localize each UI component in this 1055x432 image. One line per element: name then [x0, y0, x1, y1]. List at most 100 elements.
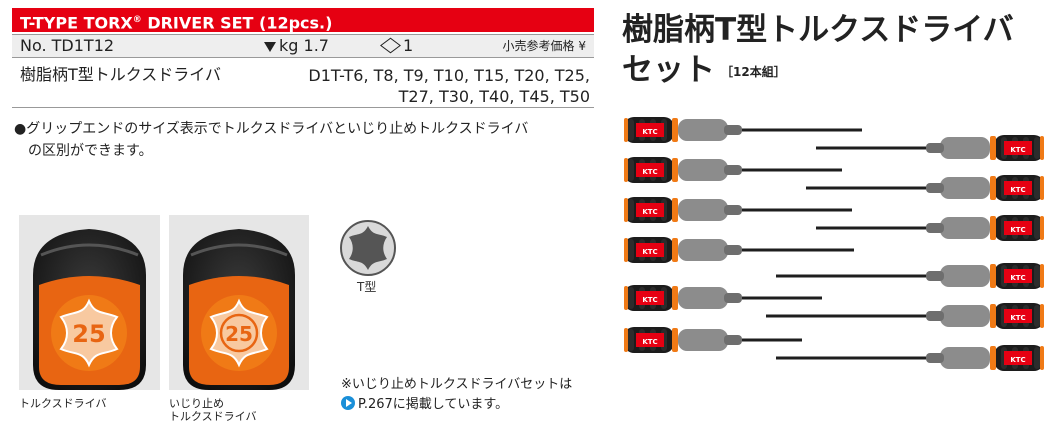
handle-label	[636, 203, 664, 217]
product-set-title: 樹脂柄T型トルクスドライバ セット［12本組］	[622, 10, 1014, 92]
driver-shaft	[742, 296, 822, 300]
handle-end-band	[1040, 136, 1044, 160]
handle-ferrule	[724, 293, 742, 303]
driver-1: KTC	[624, 117, 742, 143]
product-set-title-line-2: セット［12本組］	[622, 50, 1014, 92]
handle-ferrule	[926, 353, 944, 363]
grip-size-number-b: 25	[225, 322, 253, 346]
feature-note-line-2: の区別ができます。	[28, 143, 153, 159]
handle-label	[636, 333, 664, 347]
handle-logo: KTC	[642, 208, 657, 216]
price-label: 小売参考価格 ¥	[502, 39, 586, 53]
handle-band	[990, 176, 996, 200]
caption-tamper-line-2: トルクスドライバ	[169, 410, 257, 423]
torx-star-icon	[340, 220, 396, 276]
handle-neck	[940, 177, 990, 199]
handle-ferrule	[724, 165, 742, 175]
handle-neck	[940, 305, 990, 327]
handle-ferrule	[724, 205, 742, 215]
handle-logo: KTC	[1010, 226, 1025, 234]
driver-4: KTC	[624, 237, 742, 263]
handle-end-band	[1040, 304, 1044, 328]
feature-note: ●グリップエンドのサイズ表示でトルクスドライバといじり止めトルクスドライバ の区…	[14, 118, 594, 162]
handle-label	[636, 291, 664, 305]
handle-end-band	[624, 118, 628, 142]
grip-rib	[628, 239, 634, 261]
handle-end-band	[1040, 176, 1044, 200]
handle-band	[990, 264, 996, 288]
handle-end-band	[1040, 264, 1044, 288]
reference-page-link[interactable]: P.267に掲載しています。	[358, 397, 509, 412]
caption-torx-driver: トルクスドライバ	[19, 397, 107, 410]
model-number: No. TD1T12	[20, 36, 115, 55]
weight: kg 1.7	[264, 35, 329, 57]
handle-logo: KTC	[642, 296, 657, 304]
grip-rib	[1034, 305, 1040, 327]
handle-logo: KTC	[642, 168, 657, 176]
handle-band	[672, 158, 678, 182]
handle-neck	[940, 265, 990, 287]
reference-note: ※いじり止めトルクスドライバセットは P.267に掲載しています。	[341, 375, 572, 415]
piece-count: ［12本組］	[721, 65, 786, 79]
handle-band	[990, 216, 996, 240]
grip-rib	[628, 199, 634, 221]
weight-value: kg 1.7	[279, 36, 329, 55]
handle-label	[1004, 181, 1032, 195]
driver-11: KTC	[926, 303, 1044, 329]
product-name: 樹脂柄T型トルクスドライバ	[20, 65, 221, 84]
driver-shaft	[776, 274, 926, 278]
handle-label	[1004, 221, 1032, 235]
handle-neck	[678, 287, 728, 309]
driver-shaft	[742, 208, 852, 212]
grip-size-number-a: 25	[72, 320, 105, 348]
driver-shaft	[776, 356, 926, 360]
driver-shaft	[742, 128, 862, 132]
handle-logo: KTC	[642, 338, 657, 346]
driver-3: KTC	[624, 197, 742, 223]
handle-neck	[678, 199, 728, 221]
handle-neck	[678, 159, 728, 181]
handle-neck	[940, 137, 990, 159]
caption-tamper-line-1: いじり止め	[169, 397, 224, 410]
torx-type-label: T型	[357, 280, 377, 294]
handle-label	[1004, 269, 1032, 283]
handle-band	[990, 346, 996, 370]
spec-row: No. TD1T12 kg 1.7 1 小売参考価格 ¥	[12, 34, 594, 58]
handle-band	[672, 198, 678, 222]
handle-ferrule	[926, 143, 944, 153]
handle-logo: KTC	[642, 128, 657, 136]
driver-shaft	[816, 146, 926, 150]
handle-neck	[678, 329, 728, 351]
handle-end-band	[624, 238, 628, 262]
handle-band	[672, 118, 678, 142]
driver-6: KTC	[624, 327, 742, 353]
arrow-right-icon	[341, 396, 355, 410]
handle-label	[1004, 141, 1032, 155]
handle-label	[636, 123, 664, 137]
feature-note-line-1: ●グリップエンドのサイズ表示でトルクスドライバといじり止めトルクスドライバ	[14, 121, 529, 137]
tip-sizes-line-2: T27, T30, T40, T45, T50	[398, 87, 590, 106]
weight-icon	[264, 42, 276, 52]
driver-12: KTC	[926, 345, 1044, 371]
grip-rib	[628, 159, 634, 181]
reference-note-line-1: ※いじり止めトルクスドライバセットは	[341, 377, 573, 392]
handle-logo: KTC	[1010, 274, 1025, 282]
handle-label	[1004, 351, 1032, 365]
driver-9: KTC	[926, 215, 1044, 241]
handle-ferrule	[926, 311, 944, 321]
handle-end-band	[624, 286, 628, 310]
caption-tamper-proof-driver: いじり止め トルクスドライバ	[169, 397, 256, 423]
grip-rib	[1034, 217, 1040, 239]
handle-neck	[940, 347, 990, 369]
grip-rib	[628, 287, 634, 309]
handle-neck	[940, 217, 990, 239]
grip-rib	[1034, 265, 1040, 287]
driver-shaft	[742, 168, 842, 172]
handle-band	[672, 286, 678, 310]
handle-ferrule	[724, 125, 742, 135]
handle-label	[636, 243, 664, 257]
driver-10: KTC	[926, 263, 1044, 289]
handle-end-band	[624, 328, 628, 352]
registered-mark: ®	[132, 15, 142, 25]
